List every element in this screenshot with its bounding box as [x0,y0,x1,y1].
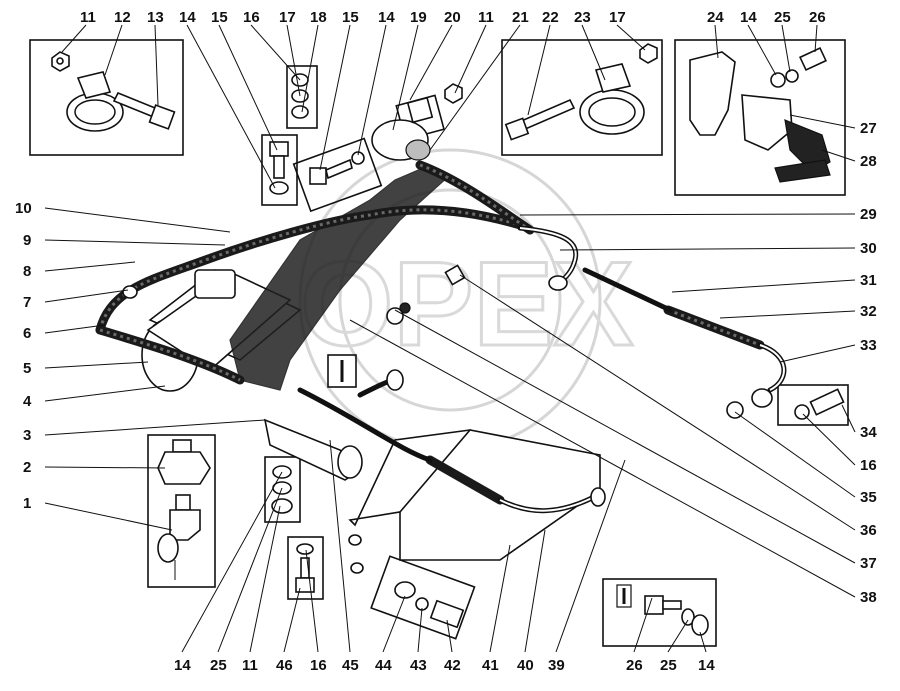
inset-box-bracket [674,39,846,196]
callout-label: 22 [542,9,559,26]
callout-label: 8 [23,263,31,280]
callouts-right: 27 28 29 30 31 32 33 34 16 35 36 37 38 [860,120,877,606]
callout-label: 23 [574,9,591,26]
callout-label: 25 [774,9,791,26]
callout-label: 6 [23,325,31,342]
main-fuel-line-assembly [95,96,787,574]
callout-label: 3 [23,427,31,444]
callout-label: 32 [860,303,877,320]
callout-label: 36 [860,522,877,539]
callout-label: 39 [548,657,565,674]
callout-label: 16 [243,9,260,26]
callout-label: 40 [517,657,534,674]
callout-label: 43 [410,657,427,674]
callout-label: 7 [23,294,31,311]
callout-label: 38 [860,589,877,606]
inset-box-clamp-left [29,39,184,156]
callout-label: 45 [342,657,359,674]
callout-label: 37 [860,555,877,572]
callout-label: 17 [279,9,296,26]
callout-label: 15 [342,9,359,26]
inset-box-washers-17-18 [286,65,318,129]
inset-box-bolt-15-16 [261,134,298,206]
callout-label: 42 [444,657,461,674]
callout-label: 15 [211,9,228,26]
callout-label: 1 [23,495,31,512]
callout-label: 34 [860,424,877,441]
callout-label: 44 [375,657,392,674]
callout-label: 41 [482,657,499,674]
callout-label: 14 [698,657,715,674]
callout-label: 19 [410,9,427,26]
callout-label: 11 [478,9,494,26]
callout-label: 27 [860,120,877,137]
callout-label: 14 [174,657,191,674]
callouts-left: 10 9 8 7 6 5 4 3 2 1 [15,200,32,512]
callout-label: 24 [707,9,724,26]
callout-label: 12 [114,9,131,26]
callout-label: 30 [860,240,877,257]
callout-label: 2 [23,459,31,476]
callout-label: 14 [378,9,395,26]
callout-label: 16 [860,457,877,474]
callout-label: 4 [23,393,32,410]
callout-label: 31 [860,272,877,289]
callout-label: 28 [860,153,877,170]
callout-label: 14 [740,9,757,26]
callout-label: 18 [310,9,327,26]
inset-box-bolt-14-15 [292,137,383,213]
callout-label: 5 [23,360,31,377]
callout-label: 29 [860,206,877,223]
callout-label: 17 [609,9,626,26]
callout-label: 21 [512,9,529,26]
watermark: OPEX [298,148,635,452]
leader-lines [44,24,856,653]
callout-label: 25 [210,657,227,674]
callouts-top: 11 12 13 14 15 16 17 18 15 14 19 20 11 2… [80,9,826,26]
callout-label: 11 [242,657,258,674]
callout-label: 20 [444,9,461,26]
inset-box-bolt-46-16 [287,536,324,600]
callout-label: 14 [179,9,196,26]
cable-tie-icon [616,584,632,608]
callout-label: 10 [15,200,32,217]
inset-box-clamp-right [501,39,663,156]
callout-label: 16 [310,657,327,674]
callout-label: 33 [860,337,877,354]
callout-label: 9 [23,232,31,249]
callout-label: 13 [147,9,164,26]
callout-label: 35 [860,489,877,506]
callouts-bottom: 14 25 11 46 16 45 44 43 42 41 40 39 26 2… [174,657,715,674]
callout-label: 25 [660,657,677,674]
inset-box-bolt-42-44 [370,555,476,640]
inset-box-filter-fitting [147,434,216,588]
inset-box-bolt-25-26 [602,578,717,647]
inset-box-clip-45 [327,354,357,388]
callout-label: 26 [626,657,643,674]
inset-box-bolt-16-34 [777,384,849,426]
inset-box-washers-11-25 [264,456,301,523]
callout-label: 11 [80,9,96,26]
callout-label: 46 [276,657,293,674]
callout-label: 26 [809,9,826,26]
